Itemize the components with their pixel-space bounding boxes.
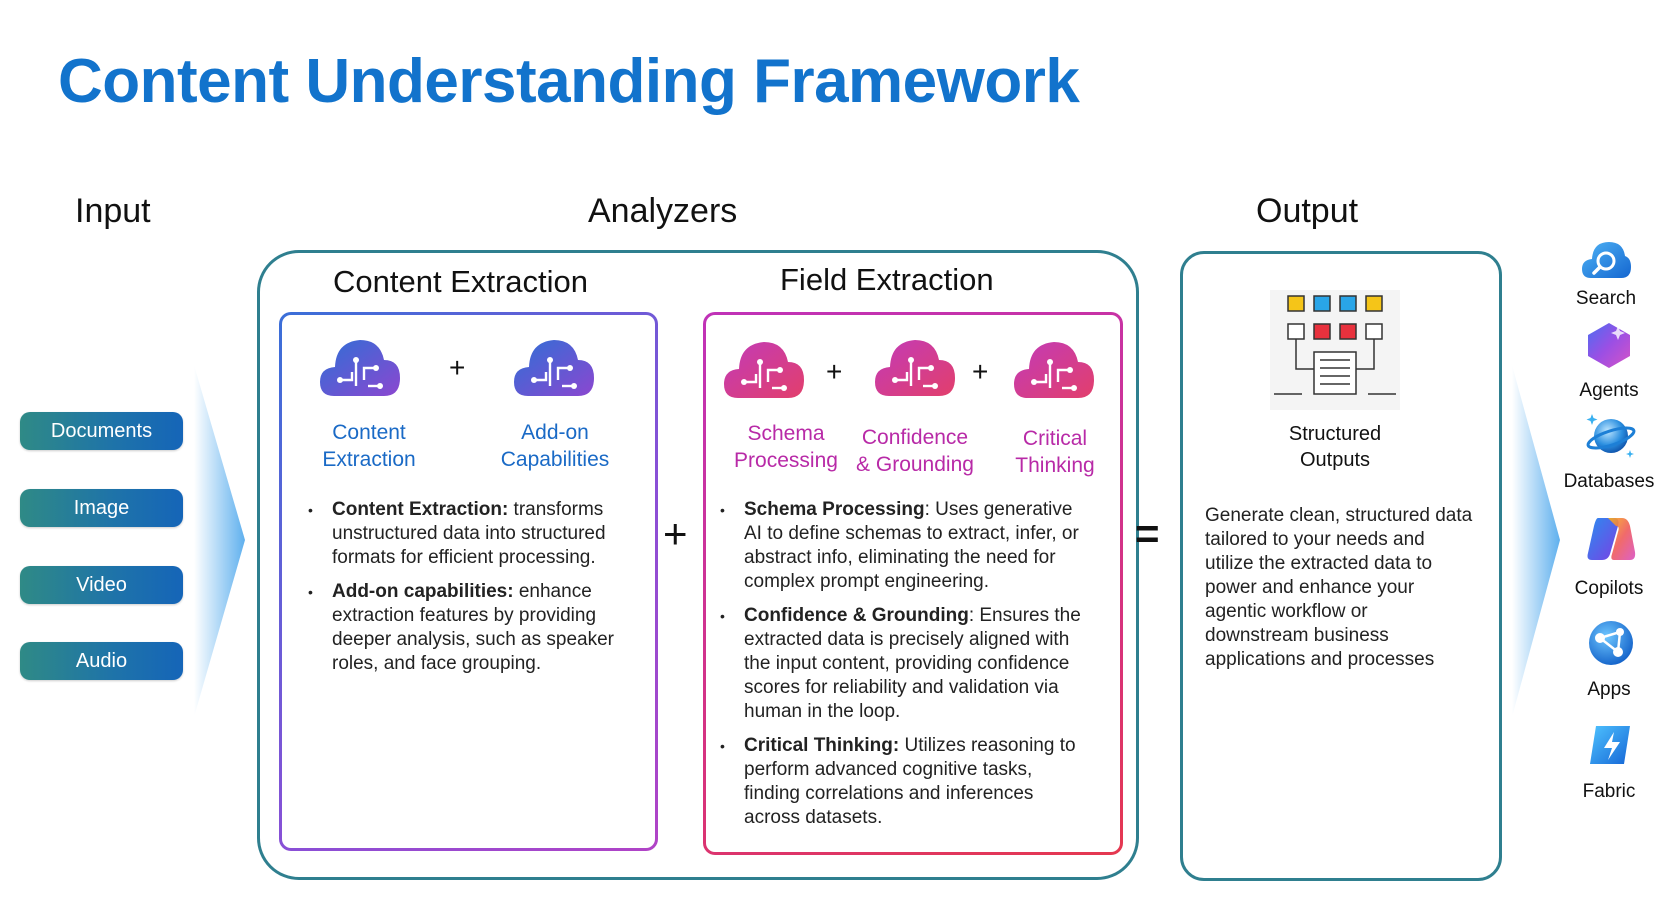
output-heading: Output	[1256, 192, 1359, 230]
equals-sign: =	[1135, 510, 1160, 557]
critical-thinking-cloud-icon	[1014, 342, 1094, 398]
ce-plus: +	[449, 352, 466, 383]
apps-icon	[1589, 621, 1633, 665]
analyzers-heading: Analyzers	[588, 192, 738, 230]
add-on-capabilities-label: Add-on Capabilities	[500, 421, 610, 471]
search-icon	[1582, 242, 1631, 278]
output-flow-arrow	[1512, 365, 1560, 717]
destination-copilots-label: Copilots	[1574, 578, 1644, 599]
output-panel	[1180, 251, 1502, 881]
destination-databases-label: Databases	[1563, 471, 1655, 492]
field-extraction-bullets: •Schema Processing: Uses generative AI t…	[720, 498, 1082, 840]
input-image: Image	[20, 489, 183, 527]
input-video: Video	[20, 566, 183, 604]
output-description: Generate clean, structured data tailored…	[1205, 505, 1473, 670]
fe-plus-1: +	[826, 356, 843, 387]
content-extraction-label: Content Extraction	[322, 421, 416, 471]
field-extraction-panel	[703, 312, 1123, 855]
content-extraction-bullets: •Content Extraction: transforms unstruct…	[308, 498, 628, 686]
destination-search-label: Search	[1575, 288, 1637, 309]
input-documents: Documents	[20, 412, 183, 450]
bullet-schema-processing: •Schema Processing: Uses generative AI t…	[720, 499, 1079, 592]
destination-apps-label: Apps	[1587, 679, 1631, 700]
destination-agents-label: Agents	[1579, 380, 1639, 401]
input-flow-arrow	[194, 365, 245, 717]
content-extraction-cloud-icon	[320, 340, 400, 396]
structured-outputs-icon	[1270, 290, 1400, 410]
bullet-add-on-capabilities: •Add-on capabilities: enhance extraction…	[308, 581, 614, 674]
page-title: Content Understanding Framework	[58, 47, 1080, 116]
critical-thinking-label: Critical Thinking	[1015, 427, 1095, 477]
destination-fabric-label: Fabric	[1582, 781, 1636, 802]
bullet-critical-thinking: •Critical Thinking: Utilizes reasoning t…	[720, 735, 1076, 828]
copilot-icon	[1587, 518, 1636, 560]
field-extraction-heading: Field Extraction	[780, 262, 994, 297]
bullet-confidence-grounding: •Confidence & Grounding: Ensures the ext…	[720, 605, 1081, 722]
confidence-grounding-label: Confidence & Grounding	[856, 426, 974, 476]
analyzers-plus: +	[663, 510, 688, 557]
confidence-grounding-cloud-icon	[875, 340, 955, 396]
content-extraction-heading: Content Extraction	[333, 264, 589, 299]
fe-plus-2: +	[972, 356, 989, 387]
structured-outputs-label: Structured Outputs	[1288, 423, 1382, 471]
fabric-icon	[1590, 726, 1630, 764]
agents-icon	[1588, 323, 1630, 368]
input-heading: Input	[75, 192, 151, 230]
schema-processing-label: Schema Processing	[734, 422, 838, 472]
bullet-content-extraction: •Content Extraction: transforms unstruct…	[308, 499, 606, 568]
input-audio: Audio	[20, 642, 183, 680]
add-on-capabilities-cloud-icon	[514, 340, 594, 396]
content-extraction-panel	[279, 312, 658, 851]
database-icon	[1586, 414, 1636, 458]
analyzers-box	[257, 250, 1139, 880]
schema-processing-cloud-icon	[724, 342, 804, 398]
